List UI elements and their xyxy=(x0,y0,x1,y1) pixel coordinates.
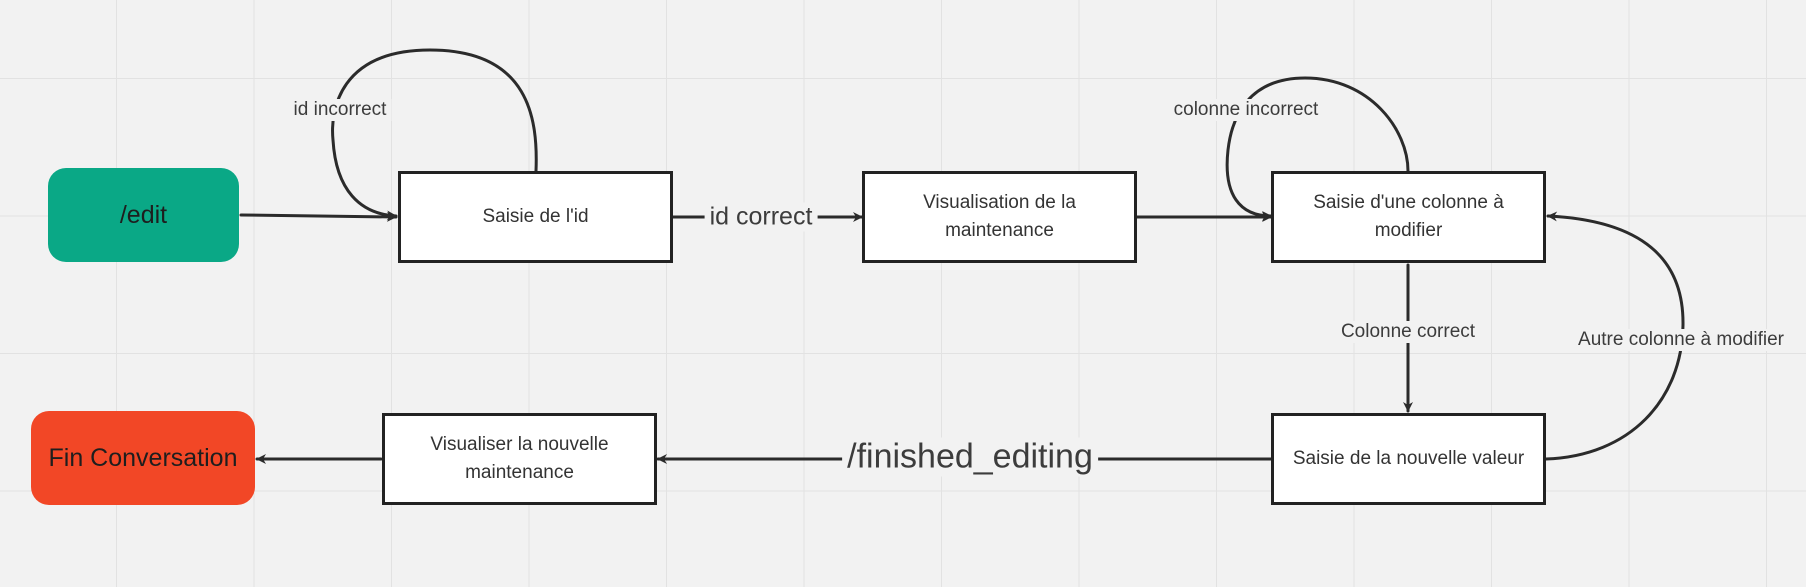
edge-autre-colonne xyxy=(1544,211,1685,461)
edge-id-incorrect xyxy=(331,48,538,221)
edge-colonne-incorrect xyxy=(1225,76,1410,221)
visualisation-node: Visualisation de la maintenance xyxy=(862,171,1137,263)
edge-start-to-saisie-id xyxy=(239,211,398,222)
saisie-colonne-label: Saisie d'une colonne à modifier xyxy=(1313,192,1504,241)
saisie-valeur-node: Saisie de la nouvelle valeur xyxy=(1271,413,1546,505)
fin-node: Fin Conversation xyxy=(31,411,255,505)
visualiser-nouvelle-node: Visualiser la nouvelle maintenance xyxy=(382,413,657,505)
edge-label-id-incorrect: id incorrect xyxy=(288,99,392,121)
saisie-id-node: Saisie de l'id xyxy=(398,171,673,263)
edge-label-finished-editing: /finished_editing xyxy=(842,437,1098,477)
start-node: /edit xyxy=(48,168,239,262)
edge-label-autre-colonne: Autre colonne à modifier xyxy=(1573,329,1789,351)
saisie-valeur-label: Saisie de la nouvelle valeur xyxy=(1292,448,1525,469)
edge-label-colonne-incorrect: colonne incorrect xyxy=(1168,99,1324,121)
edge-label-id-correct: id correct xyxy=(704,202,818,232)
start-node-label: /edit xyxy=(119,200,168,229)
visualisation-label: Visualisation de la maintenance xyxy=(923,192,1076,241)
visualiser-nouvelle-label: Visualiser la nouvelle maintenance xyxy=(430,434,609,483)
saisie-colonne-node: Saisie d'une colonne à modifier xyxy=(1271,171,1546,263)
saisie-id-label: Saisie de l'id xyxy=(482,206,589,227)
edge-label-colonne-correct: Colonne correct xyxy=(1335,321,1481,343)
fin-node-label: Fin Conversation xyxy=(48,443,238,472)
